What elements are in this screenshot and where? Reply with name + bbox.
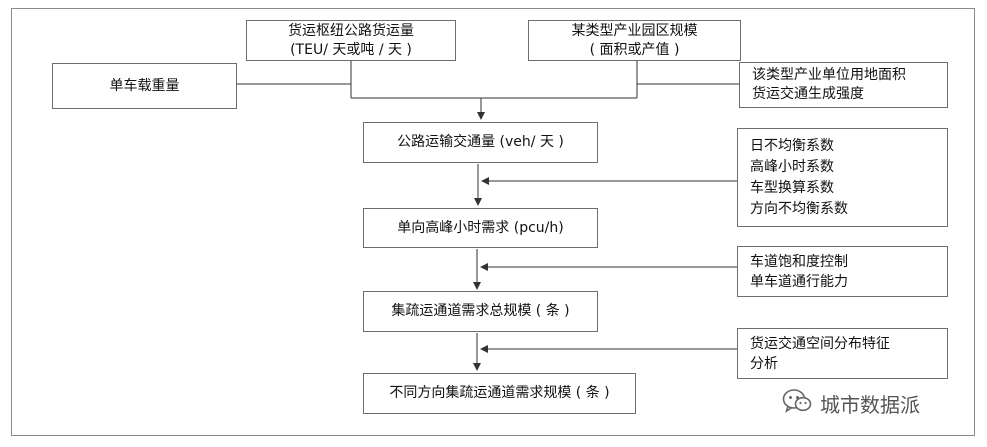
single-load-label: 单车载重量 (109, 77, 180, 94)
total-scale-label: 集疏运通道需求总规模 ( 条 ) (391, 303, 570, 319)
park-scale-label: 某类型产业园区规模 ( 面积或产值 ) (571, 22, 698, 58)
peak-demand-label: 单向高峰小时需求 (pcu/h) (397, 219, 564, 236)
traffic-volume-label: 公路运输交通量 (veh/ 天 ) (397, 134, 564, 150)
direction-scale-box: 不同方向集疏运通道需求规模 ( 条 ) (363, 373, 636, 414)
peak-demand-box: 单向高峰小时需求 (pcu/h) (363, 208, 598, 248)
lane-capacity-label: 车道饱和度控制 单车道通行能力 (750, 253, 848, 290)
spatial-analysis-label: 货运交通空间分布特征 分析 (750, 335, 890, 372)
lane-capacity-box: 车道饱和度控制 单车道通行能力 (737, 246, 948, 297)
gen-intensity-box: 该类型产业单位用地面积 货运交通生成强度 (739, 62, 948, 108)
park-scale-box: 某类型产业园区规模 ( 面积或产值 ) (528, 20, 741, 61)
direction-scale-label: 不同方向集疏运通道需求规模 ( 条 ) (389, 385, 610, 401)
freight-volume-box: 货运枢纽公路货运量 (TEU/ 天或吨 / 天 ) (246, 20, 456, 61)
spatial-analysis-box: 货运交通空间分布特征 分析 (737, 328, 948, 379)
single-load-box: 单车载重量 (52, 63, 237, 109)
watermark: 城市数据派 (782, 388, 920, 419)
freight-volume-label: 货运枢纽公路货运量 (TEU/ 天或吨 / 天 ) (288, 22, 414, 58)
diagram-frame (11, 8, 975, 436)
watermark-text: 城市数据派 (820, 393, 920, 417)
factors-box: 日不均衡系数 高峰小时系数 车型换算系数 方向不均衡系数 (737, 128, 948, 227)
total-scale-box: 集疏运通道需求总规模 ( 条 ) (363, 291, 598, 332)
traffic-volume-box: 公路运输交通量 (veh/ 天 ) (363, 122, 598, 163)
factors-label: 日不均衡系数 高峰小时系数 车型换算系数 方向不均衡系数 (750, 137, 848, 217)
gen-intensity-label: 该类型产业单位用地面积 货运交通生成强度 (752, 67, 906, 102)
wechat-icon (782, 388, 812, 419)
